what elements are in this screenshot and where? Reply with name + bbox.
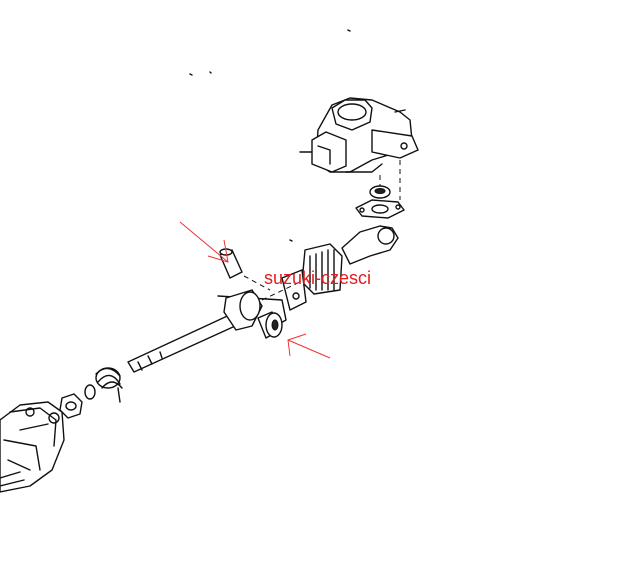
transmission-case [0,401,65,493]
bushing [257,311,283,339]
shift-shaft [127,289,263,373]
pin [219,248,243,279]
gasket-plate [355,199,405,219]
nut [59,393,83,419]
washer [369,185,391,199]
small-ring [84,384,96,400]
red-arrow-bushing [287,333,331,359]
watermark-text: suzuki-czesci [264,268,372,288]
shift-lever-housing [299,97,419,173]
shift-joint-boot [281,225,399,311]
red-arrow-pin [179,221,229,263]
spring [95,367,123,403]
